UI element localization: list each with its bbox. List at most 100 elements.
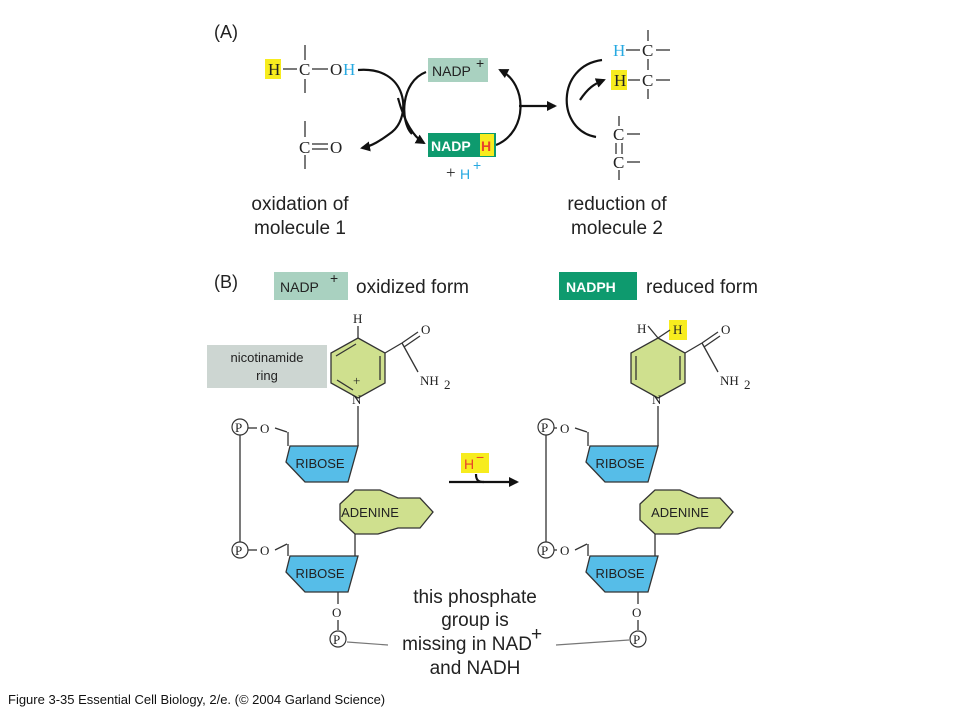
nh2-sub: 2 — [744, 377, 751, 392]
adenine-ring — [639, 489, 734, 535]
nadph-text: NADP — [431, 138, 471, 154]
note-connector-right — [555, 639, 630, 646]
phosphate-circle — [537, 541, 555, 559]
nadp-plus-tag-text: NADP — [280, 279, 319, 295]
nadph-regeneration-arrow — [495, 69, 522, 147]
oxidized-form-legend: NADP + oxidized form — [274, 270, 469, 300]
reduction-curve — [565, 58, 603, 139]
hydrogen-highlight — [611, 70, 627, 90]
nicotinamide-ring — [330, 337, 386, 399]
ring-text: ring — [256, 368, 278, 383]
ribose-top — [585, 445, 659, 483]
nadph-box: NADP H — [428, 133, 496, 157]
nh2-sub: 2 — [444, 377, 451, 392]
atom-c: C — [299, 138, 310, 157]
atom-o: O — [260, 543, 269, 558]
nadp-plus-box: NADP + — [428, 55, 488, 82]
ribose-text: RIBOSE — [595, 566, 644, 581]
atom-c: C — [299, 60, 310, 79]
phosphate-circle — [231, 541, 249, 559]
note-line-1: this phosphate — [413, 587, 537, 608]
hydride-sup: − — [476, 449, 484, 465]
molecule-2-alkene: C C — [613, 116, 640, 180]
ribose-text: RIBOSE — [595, 456, 644, 471]
hydrogen-highlight — [669, 320, 687, 340]
phosphate-p: P — [541, 543, 548, 558]
atom-c: C — [642, 71, 653, 90]
atom-o: O — [330, 138, 342, 157]
reduction-arrow — [579, 78, 606, 101]
hydrogen-highlight — [265, 59, 281, 79]
atom-o: O — [632, 605, 641, 620]
reduced-form-label: reduced form — [646, 277, 758, 298]
panel-a-label: (A) — [214, 22, 238, 42]
nadph-formation-arrow — [396, 97, 426, 145]
atom-c: C — [613, 125, 624, 144]
hydride-highlight — [461, 453, 489, 473]
phosphate-note: this phosphate group is missing in NAD +… — [402, 587, 542, 679]
oxidation-arrow — [357, 68, 405, 152]
phosphate-2-circle — [629, 630, 647, 648]
nh2-text: NH — [420, 373, 439, 388]
oxidation-caption-line1: oxidation of — [251, 194, 349, 215]
phosphate-p: P — [235, 543, 242, 558]
nadph-h-text: H — [481, 138, 491, 154]
nadph-tag-text: NADPH — [566, 279, 616, 295]
plus-sign: + — [446, 163, 456, 182]
reduced-form-legend: NADPH reduced form — [559, 272, 758, 300]
atom-h-blue: H — [613, 41, 625, 60]
atom-h: H — [637, 321, 646, 336]
oxidation-caption-line2: molecule 1 — [254, 218, 346, 239]
atom-h-red: H — [614, 71, 626, 90]
atom-o: O — [330, 60, 342, 79]
charge-plus: + — [353, 373, 360, 388]
atom-c: C — [642, 41, 653, 60]
atom-o: O — [560, 421, 569, 436]
note-sup: + — [531, 624, 542, 645]
ribose-bottom — [285, 555, 359, 593]
atom-o: O — [332, 605, 341, 620]
phosphate-p: P — [333, 632, 340, 647]
nadp-plus-sup: + — [476, 55, 484, 71]
panel-b-label: (B) — [214, 272, 238, 292]
nh2-text: NH — [720, 373, 739, 388]
ribose-text: RIBOSE — [295, 566, 344, 581]
atom-h-blue: H — [343, 60, 355, 79]
atom-h-added: H — [673, 322, 682, 337]
nadp-return-left — [403, 70, 427, 135]
nadp-plus-text: NADP — [432, 63, 471, 79]
molecule-1-alcohol: H C O H — [265, 45, 355, 93]
atom-c: C — [613, 153, 624, 172]
nicotinamide-ring-reduced — [630, 337, 686, 399]
proton-sup: + — [473, 157, 481, 173]
atom-h: H — [268, 60, 280, 79]
phosphate-p: P — [541, 420, 548, 435]
atom-n: N — [652, 392, 662, 407]
nadph-structure: H H O NH 2 N RIBOSE O P ADENINE RIBOSE O… — [537, 320, 751, 648]
atom-o: O — [421, 322, 430, 337]
hydride-h: H — [464, 456, 474, 472]
phosphate-p: P — [235, 420, 242, 435]
atom-o: O — [560, 543, 569, 558]
phosphate-2-circle — [329, 630, 347, 648]
atom-o: O — [260, 421, 269, 436]
note-connector-left — [346, 641, 389, 646]
ribose-text: RIBOSE — [295, 456, 344, 471]
oxidized-form-label: oxidized form — [356, 277, 469, 298]
nadp-plus-tag-sup: + — [330, 270, 338, 286]
nadph-tag — [559, 272, 637, 300]
atom-o: O — [721, 322, 730, 337]
redox-arrows — [357, 58, 606, 152]
reduction-caption-line2: molecule 2 — [571, 218, 663, 239]
hydride-hook — [474, 473, 485, 484]
adenine-text: ADENINE — [341, 505, 399, 520]
proton-h: H — [460, 166, 470, 182]
nicotinamide-ring-label: nicotinamide ring — [207, 345, 327, 388]
reduction-caption-line1: reduction of — [567, 194, 667, 215]
nadp-plus-tag — [274, 272, 348, 300]
nadp-plus-structure: H O NH 2 N + RIBOSE O P ADENINE RIBOSE O — [231, 311, 451, 648]
note-line-3: missing in NAD — [402, 634, 532, 655]
note-line-2: group is — [441, 610, 509, 631]
note-line-4: and NADH — [430, 658, 521, 679]
molecule-2-reduced: H C H C — [611, 30, 670, 99]
